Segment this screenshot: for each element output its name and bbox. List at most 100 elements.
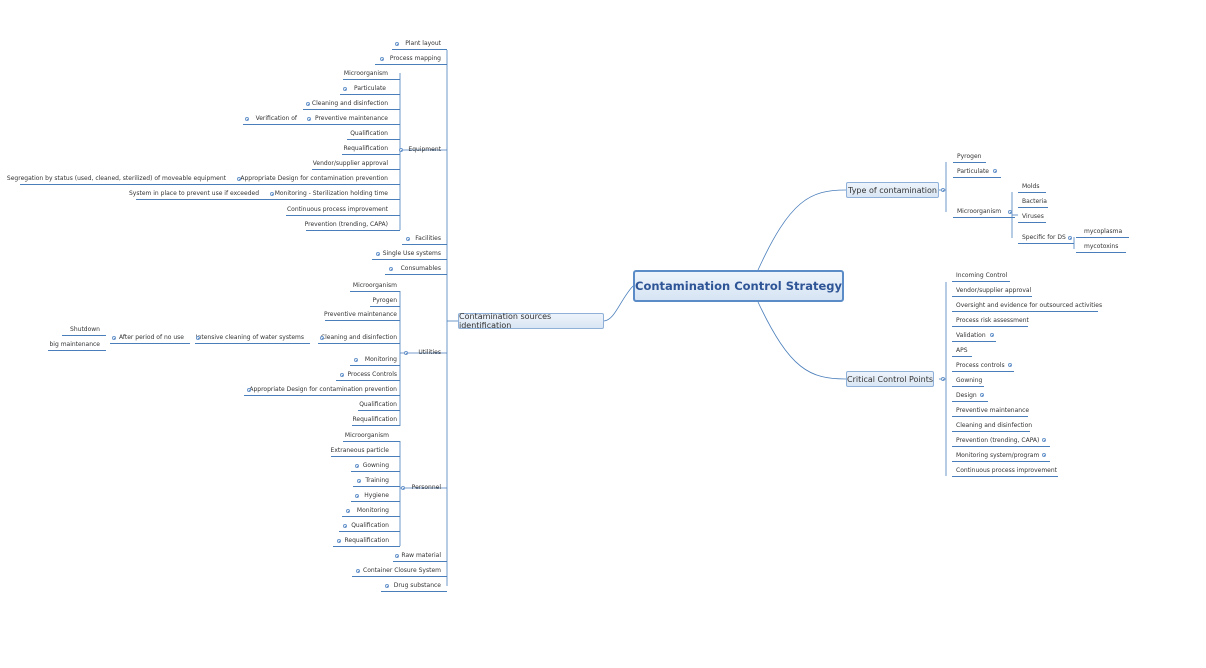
- collapse-icon[interactable]: [307, 117, 311, 121]
- node-ccp-validation[interactable]: Validation: [956, 332, 986, 339]
- expand-icon[interactable]: [1042, 438, 1046, 442]
- node-intensive-cleaning[interactable]: Intensive cleaning of water systems: [195, 334, 304, 341]
- expand-icon[interactable]: [376, 252, 380, 256]
- node-container-closure[interactable]: Container Closure System: [363, 567, 441, 574]
- node-pers-microorganism[interactable]: Microorganism: [344, 432, 389, 439]
- node-shutdown[interactable]: Shutdown: [70, 326, 100, 333]
- node-ccp-vendor[interactable]: Vendor/supplier approval: [956, 287, 1032, 294]
- node-equip-cleaning[interactable]: Cleaning and disinfection: [311, 100, 388, 107]
- node-facilities[interactable]: Facilities: [415, 235, 441, 242]
- expand-icon[interactable]: [395, 42, 399, 46]
- node-type-microorganism[interactable]: Microorganism: [957, 208, 1002, 215]
- expand-icon[interactable]: [385, 584, 389, 588]
- node-util-monitoring[interactable]: Monitoring: [364, 356, 397, 363]
- node-equip-continuous[interactable]: Continuous process improvement: [286, 206, 388, 213]
- collapse-icon[interactable]: [941, 377, 945, 381]
- node-ccp-preventive[interactable]: Preventive maintenance: [956, 407, 1030, 414]
- collapse-icon[interactable]: [237, 177, 241, 181]
- expand-icon[interactable]: [343, 87, 347, 91]
- collapse-icon[interactable]: [320, 336, 324, 340]
- topic-critical-control-points[interactable]: Critical Control Points: [846, 371, 934, 387]
- expand-icon[interactable]: [343, 524, 347, 528]
- node-after-period[interactable]: After period of no use: [118, 334, 184, 341]
- node-util-preventive[interactable]: Preventive maintenance: [323, 311, 397, 318]
- node-segregation[interactable]: Segregation by status (used, cleaned, st…: [6, 175, 226, 182]
- topic-contamination-sources[interactable]: Contamination sources identification: [458, 312, 604, 330]
- collapse-icon[interactable]: [401, 486, 405, 490]
- expand-icon[interactable]: [980, 393, 984, 397]
- node-pers-hygiene[interactable]: Hygiene: [364, 492, 389, 499]
- node-ccp-continuous[interactable]: Continuous process improvement: [956, 467, 1058, 474]
- node-type-pyrogen[interactable]: Pyrogen: [957, 153, 982, 160]
- node-ccp-incoming[interactable]: Incoming Control: [956, 272, 1008, 279]
- expand-icon[interactable]: [357, 479, 361, 483]
- collapse-icon[interactable]: [404, 351, 408, 355]
- expand-icon[interactable]: [380, 57, 384, 61]
- node-verification-of[interactable]: Verification of: [255, 115, 297, 122]
- expand-icon[interactable]: [356, 569, 360, 573]
- node-pers-qualification[interactable]: Qualification: [351, 522, 389, 529]
- node-ccp-design[interactable]: Design: [956, 392, 977, 399]
- node-pers-training[interactable]: Training: [365, 477, 389, 484]
- node-util-process-controls[interactable]: Process Controls: [347, 371, 397, 378]
- expand-icon[interactable]: [1042, 453, 1046, 457]
- expand-icon[interactable]: [355, 464, 359, 468]
- node-raw-material[interactable]: Raw material: [401, 552, 441, 559]
- node-ccp-cleaning[interactable]: Cleaning and disinfection: [956, 422, 1033, 429]
- node-drug-substance[interactable]: Drug substance: [393, 582, 441, 589]
- node-util-cleaning[interactable]: Cleaning and disinfection: [320, 334, 397, 341]
- expand-icon[interactable]: [337, 539, 341, 543]
- node-mycotoxins[interactable]: mycotoxins: [1084, 243, 1119, 250]
- node-system-in-place[interactable]: System in place to prevent use if exceed…: [128, 190, 259, 197]
- node-ccp-aps[interactable]: APS: [956, 347, 968, 354]
- node-mycoplasma[interactable]: mycoplasma: [1084, 228, 1123, 235]
- node-ccp-process-controls[interactable]: Process controls: [956, 362, 1005, 369]
- expand-icon[interactable]: [354, 358, 358, 362]
- expand-icon[interactable]: [346, 509, 350, 513]
- node-ccp-oversight[interactable]: Oversight and evidence for outsourced ac…: [956, 302, 1103, 309]
- node-consumables[interactable]: Consumables: [400, 265, 441, 272]
- expand-icon[interactable]: [340, 373, 344, 377]
- node-equip-prevention[interactable]: Prevention (trending, CAPA): [304, 221, 388, 228]
- node-equip-qualification[interactable]: Qualification: [350, 130, 388, 137]
- node-ccp-monitoring[interactable]: Monitoring system/program: [956, 452, 1040, 459]
- collapse-icon[interactable]: [270, 192, 274, 196]
- node-equip-microorganism[interactable]: Microorganism: [343, 70, 388, 77]
- node-molds[interactable]: Molds: [1022, 183, 1040, 190]
- node-util-qualification[interactable]: Qualification: [359, 401, 397, 408]
- node-equip-preventive[interactable]: Preventive maintenance: [314, 115, 388, 122]
- node-util-pyrogen[interactable]: Pyrogen: [372, 297, 397, 304]
- node-pers-requalification[interactable]: Requalification: [344, 537, 389, 544]
- expand-icon[interactable]: [993, 169, 997, 173]
- node-viruses[interactable]: Viruses: [1022, 213, 1044, 220]
- node-type-particulate[interactable]: Particulate: [957, 168, 990, 175]
- node-equipment[interactable]: Equipment: [408, 146, 441, 153]
- collapse-icon[interactable]: [1008, 210, 1012, 214]
- node-ccp-gowning[interactable]: Gowning: [956, 377, 983, 384]
- node-ccp-prevention[interactable]: Prevention (trending, CAPA): [956, 437, 1040, 444]
- node-equip-monitoring[interactable]: Monitoring - Sterilization holding time: [274, 190, 388, 197]
- node-ccp-risk[interactable]: Process risk assessment: [956, 317, 1029, 324]
- collapse-icon[interactable]: [112, 336, 116, 340]
- node-process-mapping[interactable]: Process mapping: [389, 55, 441, 62]
- node-equip-design[interactable]: Appropriate Design for contamination pre…: [240, 175, 388, 182]
- collapse-icon[interactable]: [941, 188, 945, 192]
- node-utilities[interactable]: Utilities: [418, 349, 441, 356]
- expand-icon[interactable]: [990, 333, 994, 337]
- expand-icon[interactable]: [247, 388, 251, 392]
- node-personnel[interactable]: Personnel: [411, 484, 441, 491]
- node-pers-gowning[interactable]: Gowning: [362, 462, 389, 469]
- node-big-maintenance[interactable]: big maintenance: [49, 341, 101, 348]
- node-pers-extraneous[interactable]: Extraneous particle: [330, 447, 389, 454]
- expand-icon[interactable]: [406, 237, 410, 241]
- node-equip-vendor[interactable]: Vendor/supplier approval: [312, 160, 388, 167]
- node-equip-particulate[interactable]: Particulate: [353, 85, 386, 92]
- topic-type-of-contamination[interactable]: Type of contamination: [846, 182, 939, 198]
- expand-icon[interactable]: [389, 267, 393, 271]
- expand-icon[interactable]: [1008, 363, 1012, 367]
- node-plant-layout[interactable]: Plant layout: [405, 40, 441, 47]
- expand-icon[interactable]: [355, 494, 359, 498]
- node-specific-ds[interactable]: Specific for DS: [1022, 234, 1066, 241]
- node-equip-requalification[interactable]: Requalification: [343, 145, 388, 152]
- node-single-use[interactable]: Single Use systems: [382, 250, 441, 257]
